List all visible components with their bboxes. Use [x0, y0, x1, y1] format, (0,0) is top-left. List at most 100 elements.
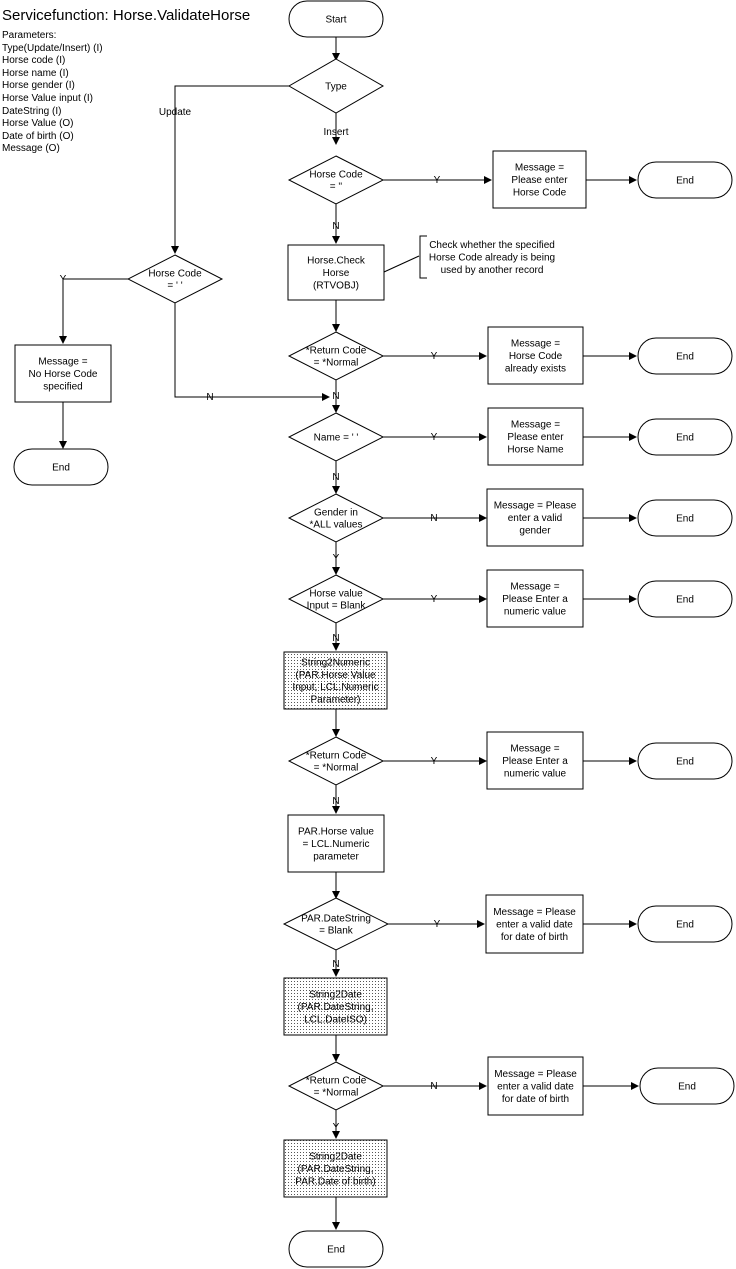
connector: [171, 85, 289, 254]
message-enter-horse-code-label: Horse Code: [513, 187, 567, 198]
message-numeric-value-label: Message =: [510, 582, 559, 593]
end-terminator: End: [637, 580, 733, 618]
parameter-item: Horse name (I): [2, 67, 69, 79]
type-decision: Type: [287, 58, 385, 114]
branch-label-insert: Insert: [323, 127, 348, 138]
message-code-exists-label: Message =: [511, 339, 560, 350]
branch-label: N: [332, 796, 339, 807]
horse-code-insert-decision-label: = '': [330, 182, 343, 193]
parameter-item: Horse Value (O): [2, 118, 74, 130]
message-enter-horse-name-label: Please enter: [507, 432, 564, 443]
string2date-2-process-label: String2Date: [309, 1152, 362, 1163]
parameter-list: Parameters: Type(Update/Insert) (I) Hors…: [2, 30, 103, 156]
end-terminator-label: End: [676, 595, 694, 606]
assign-horse-value-process-label: parameter: [313, 851, 359, 862]
return-code-2-decision-label: *Return Code: [306, 750, 367, 761]
annotation-connector: [383, 255, 420, 273]
end-terminator-label: End: [676, 433, 694, 444]
parameter-item: Horse gender (I): [2, 80, 75, 92]
message-valid-gender-label: gender: [519, 525, 551, 536]
end-terminator: End: [637, 742, 733, 780]
branch-label: Y: [434, 919, 441, 930]
branch-label: Y: [434, 175, 441, 186]
message-valid-date-label: for date of birth: [502, 1094, 569, 1105]
horse-code-update-decision: Horse Code = ' ': [126, 254, 224, 304]
message-valid-date-label: enter a valid date: [496, 920, 573, 931]
branch-label: N: [332, 221, 339, 232]
message-code-exists-label: already exists: [505, 363, 566, 374]
parameters-label: Parameters:: [2, 30, 57, 41]
parameter-item: DateString (I): [2, 105, 62, 117]
message-valid-gender-label: Message = Please: [494, 501, 577, 512]
branch-label: Y: [60, 274, 67, 285]
string2numeric-process-label: Parameter): [310, 695, 360, 706]
branch-label: Y: [431, 432, 438, 443]
return-code-3-decision-label: = *Normal: [314, 1088, 359, 1099]
end-terminator: End: [637, 337, 733, 375]
end-terminator-label: End: [676, 352, 694, 363]
horse-code-update-decision-label: = ' ': [167, 281, 182, 292]
branch-label: N: [430, 513, 437, 524]
start-terminator-label: Start: [325, 15, 346, 26]
gender-decision: Gender in*ALL values: [287, 493, 385, 543]
end-terminator-label: End: [327, 1245, 345, 1256]
message-numeric-value-label: numeric value: [504, 768, 567, 779]
gender-decision-label: *ALL values: [310, 520, 363, 531]
branch-label: Y: [431, 351, 438, 362]
end-terminator-label: End: [676, 920, 694, 931]
return-code-2-decision-label: = *Normal: [314, 763, 359, 774]
parameter-item: Message (O): [2, 143, 60, 155]
end-terminator-label: End: [678, 1082, 696, 1093]
end-terminator: End: [637, 499, 733, 537]
string2date-1-process-label: LCL.DateISO): [304, 1014, 367, 1025]
branch-label: N: [430, 1081, 437, 1092]
end-terminator: End: [639, 1067, 735, 1105]
message-enter-horse-code-label: Message =: [515, 163, 564, 174]
horse-code-insert-decision-label: Horse Code: [309, 169, 363, 180]
annotation-text: used by another record: [441, 265, 544, 276]
string2numeric-process-label: String2Numeric: [301, 657, 370, 668]
end-terminator-label: End: [676, 176, 694, 187]
branch-label: Y: [333, 553, 340, 564]
horse-check-process-label: Horse.Check: [307, 256, 366, 267]
end-terminator: End: [13, 448, 109, 486]
name-decision: Name = ' ': [287, 412, 385, 462]
datestring-decision-label: = Blank: [319, 926, 354, 937]
return-code-3-decision: *Return Code= *Normal: [287, 1061, 385, 1111]
message-numeric-value-label: numeric value: [504, 606, 567, 617]
branch-label: N: [332, 959, 339, 970]
datestring-decision: PAR.DateString= Blank: [282, 897, 390, 951]
message-numeric-value-label: Message =: [510, 744, 559, 755]
horse-code-update-decision-label: Horse Code: [148, 268, 202, 279]
connector: [174, 303, 330, 401]
branch-label: Y: [431, 594, 438, 605]
assign-horse-value-process-label: PAR.Horse value: [298, 827, 374, 838]
message-valid-date-label: Message = Please: [493, 907, 576, 918]
annotation-text: Check whether the specified: [429, 240, 555, 251]
branch-label: N: [332, 391, 339, 402]
message-valid-gender-label: enter a valid: [508, 513, 562, 524]
message-enter-horse-name-label: Message =: [511, 420, 560, 431]
parameter-item: Date of birth (O): [2, 130, 74, 142]
message-no-horse-code-label: specified: [43, 381, 82, 392]
return-code-2-decision: *Return Code = *Normal: [287, 736, 385, 786]
string2date-1-process-label: String2Date: [309, 990, 362, 1001]
string2date-2-process-label: (PAR.DateString,: [298, 1164, 374, 1175]
branch-label-update: Update: [159, 107, 192, 118]
assign-horse-value-process-label: = LCL.Numeric: [303, 839, 370, 850]
branch-label: Y: [431, 756, 438, 767]
horse-check-process-label: (RTVOBJ): [313, 280, 359, 291]
message-code-exists-label: Horse Code: [509, 351, 563, 362]
message-enter-horse-name-label: Horse Name: [507, 444, 564, 455]
return-code-1-decision: *Return Code= *Normal: [287, 331, 385, 381]
